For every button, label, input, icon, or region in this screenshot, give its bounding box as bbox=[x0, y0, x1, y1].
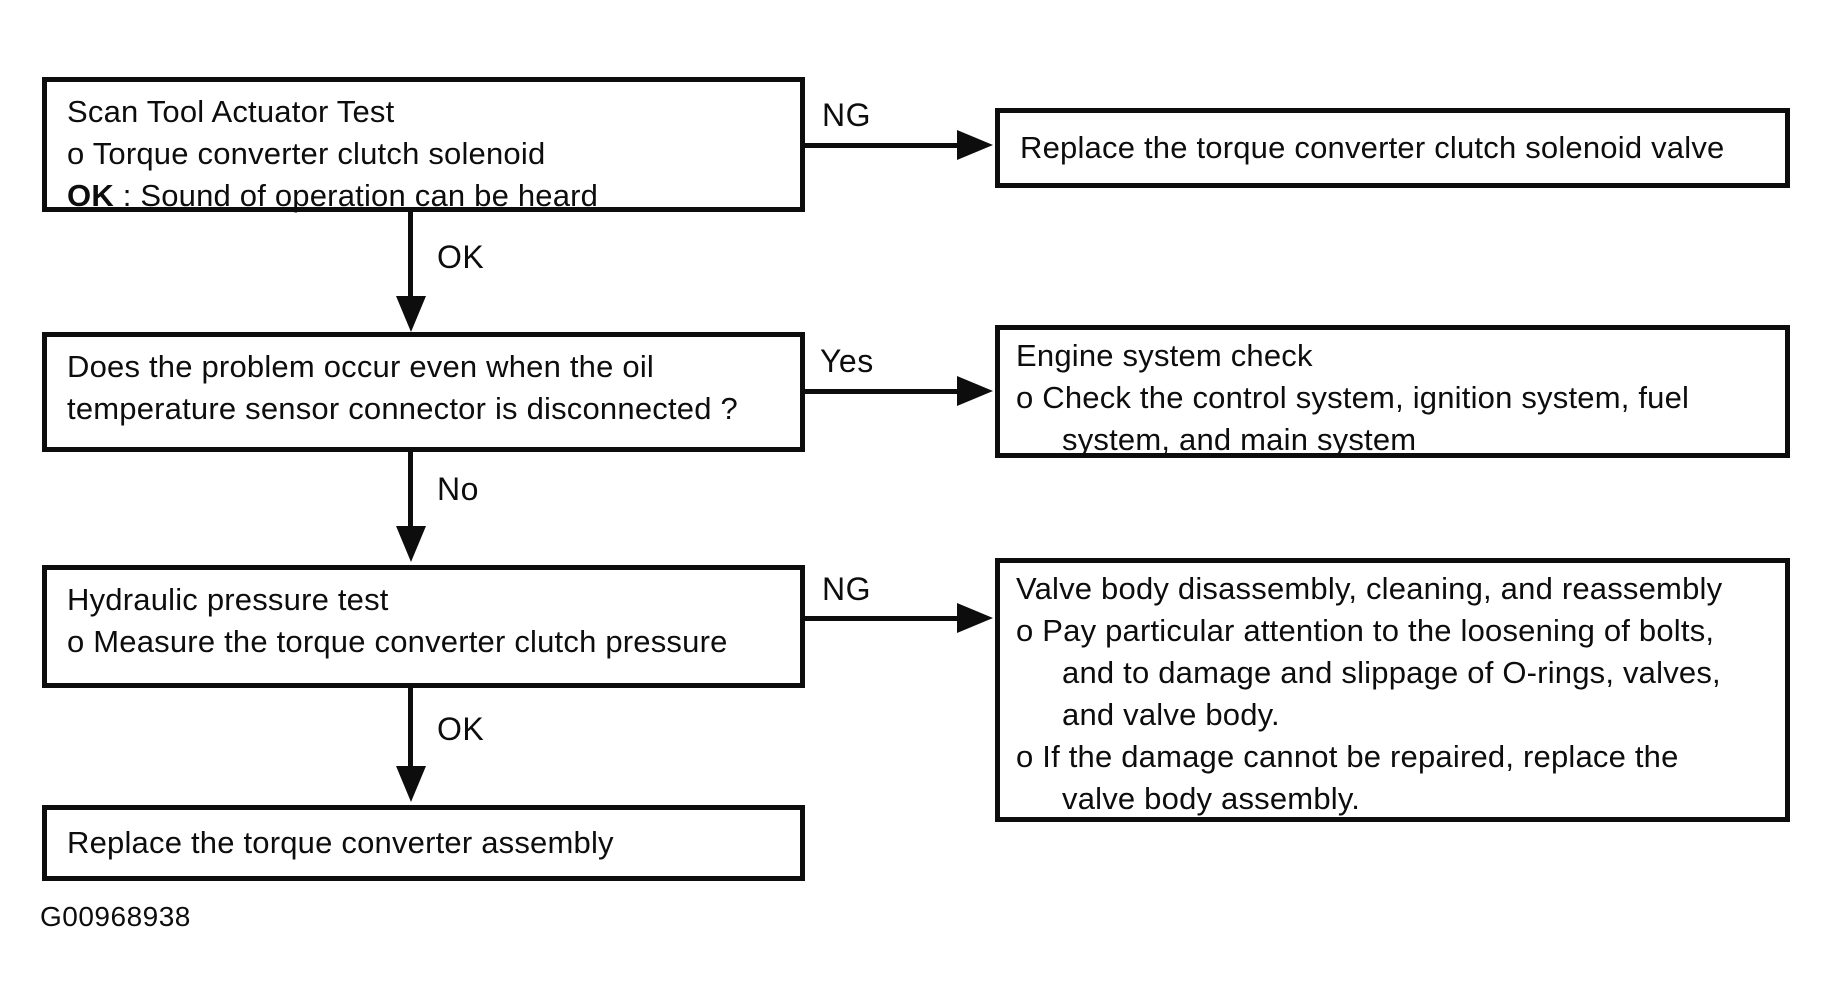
node-text-line: Replace the torque converter assembly bbox=[67, 825, 614, 860]
node-text-line: o Torque converter clutch solenoid bbox=[67, 136, 546, 171]
node-text-line: Replace the torque converter clutch sole… bbox=[1020, 130, 1725, 165]
edge-ng-2-arrowhead bbox=[957, 603, 993, 633]
node-text-line: valve body assembly. bbox=[1062, 781, 1361, 816]
node-engine-system-check: Engine system check o Check the control … bbox=[995, 325, 1790, 458]
edge-ng-2-line bbox=[805, 616, 960, 621]
node-hydraulic-pressure-test: Hydraulic pressure test o Measure the to… bbox=[42, 565, 805, 688]
node-text-line: Does the problem occur even when the oil bbox=[67, 349, 654, 384]
node-text-line: and valve body. bbox=[1062, 697, 1280, 732]
node-text-line: system, and main system bbox=[1062, 422, 1417, 457]
node-text-line: and to damage and slippage of O-rings, v… bbox=[1062, 655, 1721, 690]
node-text-line: o Check the control system, ignition sys… bbox=[1016, 380, 1690, 415]
edge-yes-line bbox=[805, 389, 960, 394]
node-text-line: Engine system check bbox=[1016, 338, 1313, 373]
edge-label-no: No bbox=[437, 471, 479, 507]
edge-yes-arrowhead bbox=[957, 376, 993, 406]
edge-ng-1-arrowhead bbox=[957, 130, 993, 160]
edge-label-ng-1: NG bbox=[822, 97, 871, 133]
edge-no-line bbox=[408, 452, 413, 528]
edge-ok-1-arrowhead bbox=[396, 296, 426, 332]
edge-label-yes: Yes bbox=[820, 343, 874, 379]
ok-description: : Sound of operation can be heard bbox=[113, 178, 599, 213]
node-text-line: o Measure the torque converter clutch pr… bbox=[67, 624, 728, 659]
node-text-line: temperature sensor connector is disconne… bbox=[67, 391, 738, 426]
node-text-line: o Pay particular attention to the loosen… bbox=[1016, 613, 1715, 648]
edge-ng-1-line bbox=[805, 143, 960, 148]
edge-label-ng-2: NG bbox=[822, 571, 871, 607]
node-text-line: Hydraulic pressure test bbox=[67, 582, 389, 617]
ok-keyword: OK bbox=[67, 178, 114, 213]
edge-no-arrowhead bbox=[396, 526, 426, 562]
figure-id-caption: G00968938 bbox=[40, 901, 191, 932]
node-replace-solenoid-valve: Replace the torque converter clutch sole… bbox=[995, 108, 1790, 188]
node-scan-tool-actuator-test: Scan Tool Actuator Test o Torque convert… bbox=[42, 77, 805, 213]
edge-label-ok-1: OK bbox=[437, 239, 485, 275]
node-text-line: Valve body disassembly, cleaning, and re… bbox=[1016, 571, 1723, 606]
node-text-line: OK : Sound of operation can be heard bbox=[67, 175, 790, 217]
edge-ok-2-arrowhead bbox=[396, 766, 426, 802]
edge-ok-2-line bbox=[408, 688, 413, 768]
edge-ok-1-line bbox=[408, 212, 413, 298]
edge-label-ok-2: OK bbox=[437, 711, 485, 747]
node-replace-torque-converter: Replace the torque converter assembly bbox=[42, 805, 805, 881]
node-text-line: Scan Tool Actuator Test bbox=[67, 94, 395, 129]
node-text-line: o If the damage cannot be repaired, repl… bbox=[1016, 739, 1679, 774]
node-valve-body-service: Valve body disassembly, cleaning, and re… bbox=[995, 558, 1790, 822]
node-oil-temp-question: Does the problem occur even when the oil… bbox=[42, 332, 805, 452]
